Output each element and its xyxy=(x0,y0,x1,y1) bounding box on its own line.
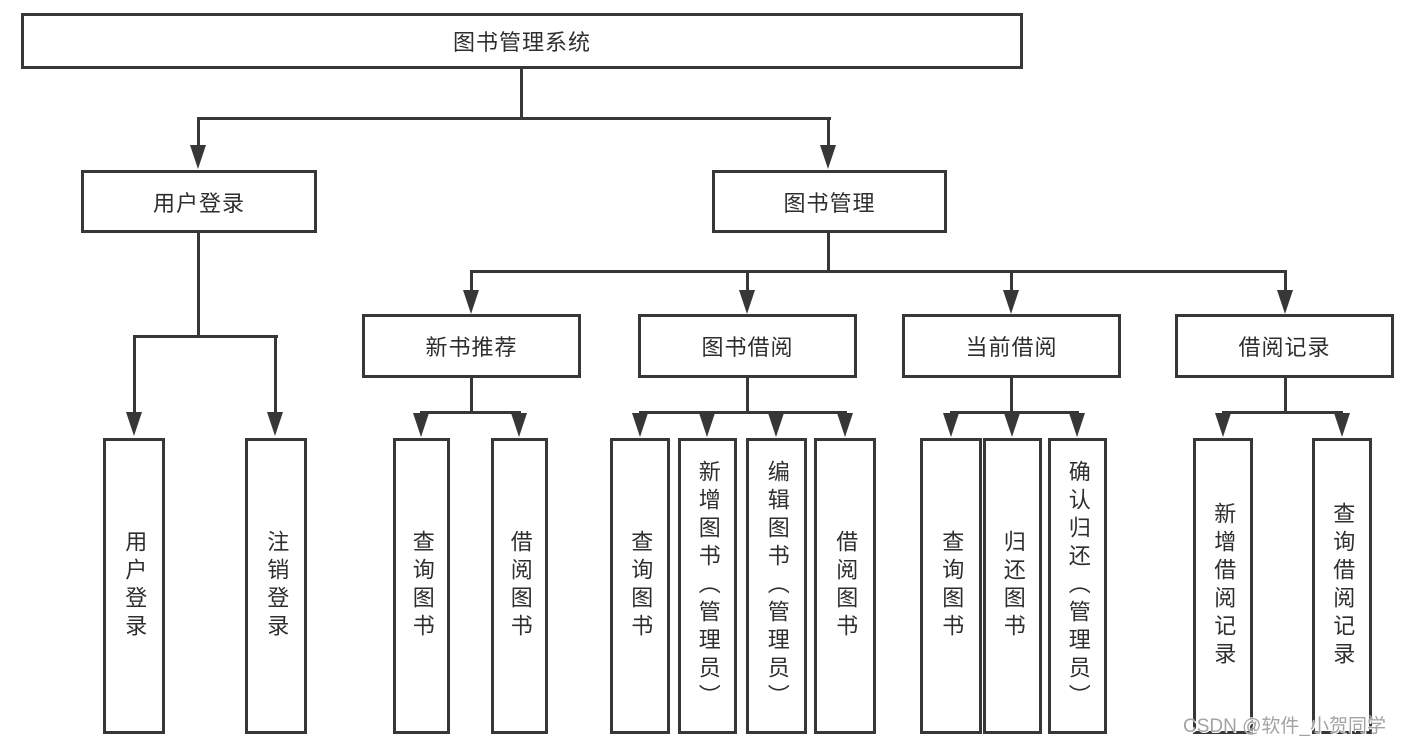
node-label: 确认归还（管理员） xyxy=(1065,460,1091,712)
node-borrow-books-recommend: 借阅图书 xyxy=(491,438,548,734)
connector-line xyxy=(1222,411,1343,414)
connector-line xyxy=(133,335,278,338)
csdn-watermark: CSDN @软件_小贺同学 xyxy=(1183,716,1386,737)
connector-arrow-down xyxy=(463,290,479,314)
connector-arrow-down xyxy=(699,413,715,437)
connector-line xyxy=(420,411,521,414)
connector-arrow-down xyxy=(820,145,836,169)
connector-arrow-down xyxy=(1003,290,1019,314)
node-label: 查询借阅记录 xyxy=(1330,502,1356,670)
node-label: 查询图书 xyxy=(409,530,435,642)
node-borrowing-records: 借阅记录 xyxy=(1175,314,1394,378)
connector-line xyxy=(1284,270,1287,292)
connector-line xyxy=(470,270,473,292)
node-book-borrowing: 图书借阅 xyxy=(638,314,857,378)
connector-arrow-down xyxy=(126,412,142,436)
node-current-borrowing: 当前借阅 xyxy=(902,314,1121,378)
connector-arrow-down xyxy=(943,413,959,437)
node-logout: 注销登录 xyxy=(245,438,307,734)
connector-line xyxy=(1010,270,1013,292)
connector-line xyxy=(639,411,847,414)
node-label: 新增借阅记录 xyxy=(1211,502,1237,670)
node-new-book-recommend: 新书推荐 xyxy=(362,314,581,378)
connector-arrow-down xyxy=(837,413,853,437)
connector-line xyxy=(133,335,136,414)
node-return-books: 归还图书 xyxy=(983,438,1042,734)
node-borrow-books-leaf: 借阅图书 xyxy=(814,438,876,734)
node-add-borrow-record: 新增借阅记录 xyxy=(1193,438,1253,734)
node-label: 编辑图书（管理员） xyxy=(764,460,790,712)
node-label: 借阅图书 xyxy=(507,530,533,642)
connector-line xyxy=(274,335,277,414)
connector-line xyxy=(197,117,200,149)
connector-arrow-down xyxy=(1334,413,1350,437)
node-book-management: 图书管理 xyxy=(712,170,947,233)
node-label: 借阅图书 xyxy=(833,530,859,642)
node-label: 注销登录 xyxy=(264,530,290,642)
connector-line xyxy=(197,117,831,120)
connector-line xyxy=(746,378,749,413)
node-user-login-leaf: 用户登录 xyxy=(103,438,165,734)
connector-line xyxy=(746,270,749,292)
connector-arrow-down xyxy=(511,413,527,437)
connector-line xyxy=(470,378,473,413)
connector-line xyxy=(470,270,1287,273)
connector-arrow-down xyxy=(190,145,206,169)
connector-arrow-down xyxy=(739,290,755,314)
connector-line xyxy=(1010,378,1013,413)
connector-line xyxy=(1284,378,1287,413)
node-add-books-admin: 新增图书（管理员） xyxy=(678,438,737,734)
connector-arrow-down xyxy=(1004,413,1020,437)
connector-arrow-down xyxy=(1069,413,1085,437)
node-label: 查询图书 xyxy=(628,530,654,642)
connector-arrow-down xyxy=(768,413,784,437)
node-edit-books-admin: 编辑图书（管理员） xyxy=(746,438,807,734)
connector-line xyxy=(197,233,200,337)
connector-arrow-down xyxy=(1277,290,1293,314)
node-query-books-borrow: 查询图书 xyxy=(610,438,670,734)
node-label: 用户登录 xyxy=(122,530,148,642)
connector-line xyxy=(827,117,830,149)
node-label: 查询图书 xyxy=(939,530,965,642)
connector-line xyxy=(827,233,830,273)
node-user-login: 用户登录 xyxy=(81,170,317,233)
node-label: 新增图书（管理员） xyxy=(695,460,721,712)
connector-arrow-down xyxy=(267,412,283,436)
node-query-books-current: 查询图书 xyxy=(920,438,982,734)
connector-arrow-down xyxy=(632,413,648,437)
node-query-borrow-record: 查询借阅记录 xyxy=(1312,438,1372,734)
connector-line xyxy=(950,411,1079,414)
node-library-management-system: 图书管理系统 xyxy=(21,13,1023,69)
node-query-books-recommend: 查询图书 xyxy=(393,438,450,734)
node-label: 归还图书 xyxy=(1000,530,1026,642)
connector-arrow-down xyxy=(413,413,429,437)
connector-arrow-down xyxy=(1215,413,1231,437)
node-confirm-return-admin: 确认归还（管理员） xyxy=(1048,438,1107,734)
connector-line xyxy=(520,69,523,119)
